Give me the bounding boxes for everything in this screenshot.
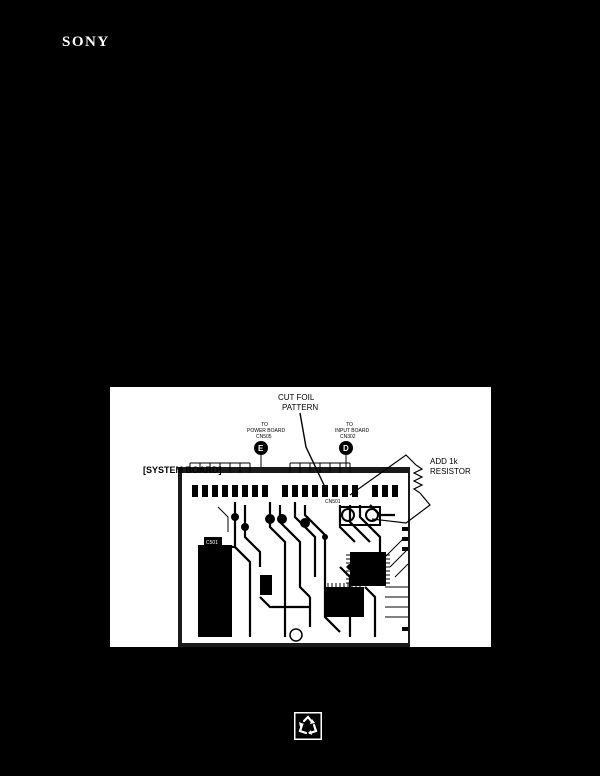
connector-leads (179, 462, 351, 473)
add-resistor-line2: RESISTOR (430, 467, 471, 476)
marker-e-circle (254, 441, 268, 455)
marker-d-circle (339, 441, 353, 455)
marker-d-label: D (343, 444, 349, 453)
component-cap (204, 537, 222, 547)
cut-foil-leader-line (299, 412, 325, 486)
ic-chip-lower (324, 587, 364, 617)
to-power-line3: CN505 (256, 434, 272, 440)
pcb-traces-thin (217, 506, 409, 618)
resistor-symbol (349, 454, 431, 524)
add-resistor-line1: ADD 1k (430, 457, 459, 466)
pcb-pads (231, 513, 368, 575)
marker-e-label: E (258, 444, 264, 453)
large-capacitor-block (198, 545, 232, 637)
cut-foil-label-line1: CUT FOIL (278, 393, 315, 402)
ic-chip-upper (350, 552, 386, 586)
ic-pins (327, 554, 390, 587)
connector-label: CN501 (325, 499, 341, 505)
to-input-line1: TO (346, 422, 353, 428)
small-component (260, 575, 272, 595)
sony-logo: SONY (62, 34, 110, 50)
pcb-pads-hollow (339, 506, 381, 526)
to-input-line2: INPUT BOARD (335, 428, 369, 434)
mounting-hole (289, 628, 303, 642)
system-board-figure: C501 (110, 387, 491, 647)
to-input-line3: CN302 (340, 434, 356, 440)
component-label: C501 (206, 540, 218, 546)
pcb-traces (210, 502, 395, 637)
to-power-line1: TO (261, 422, 268, 428)
recycle-icon (294, 712, 322, 740)
system-board-label: [SYSTEM BOARD] (143, 465, 222, 475)
cut-foil-label-line2: PATTERN (282, 403, 318, 412)
to-power-line2: POWER BOARD (247, 428, 285, 434)
board-edge-detail (402, 527, 408, 631)
circuit-board-photo: C501 (143, 393, 471, 647)
